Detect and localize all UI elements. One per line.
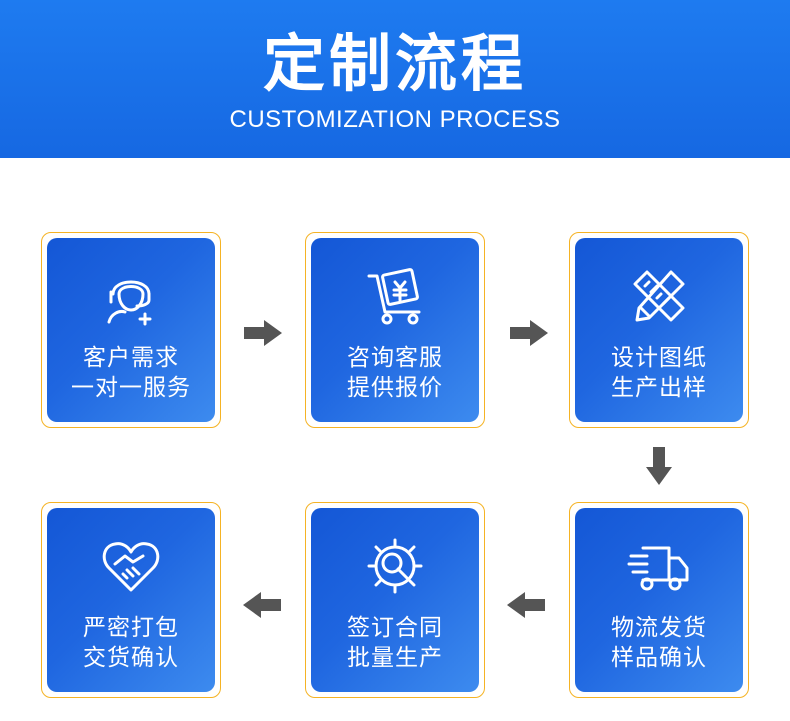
customer-service-icon xyxy=(99,264,163,328)
step-title: 咨询客服 xyxy=(347,345,443,371)
step-subtitle: 提供报价 xyxy=(347,375,443,401)
step-card-body: 客户需求 一对一服务 xyxy=(47,238,215,422)
step-card-body: 签订合同 批量生产 xyxy=(311,508,479,692)
arrow-right-icon xyxy=(244,320,282,346)
step-title: 签订合同 xyxy=(347,615,443,641)
step-card-customer-needs: 客户需求 一对一服务 xyxy=(41,232,221,428)
page-subtitle: CUSTOMIZATION PROCESS xyxy=(229,106,561,133)
arrow-left-icon xyxy=(243,592,281,618)
step-card-design-sample: 设计图纸 生产出样 xyxy=(569,232,749,428)
step-card-body: 物流发货 样品确认 xyxy=(575,508,743,692)
step-card-shipping-confirm: 物流发货 样品确认 xyxy=(569,502,749,698)
step-title: 客户需求 xyxy=(83,345,179,371)
arrow-down-icon xyxy=(646,447,672,485)
step-subtitle: 样品确认 xyxy=(611,645,707,671)
delivery-truck-icon xyxy=(627,534,691,598)
arrow-right-icon xyxy=(510,320,548,346)
step-card-body: 严密打包 交货确认 xyxy=(47,508,215,692)
step-card-body: 咨询客服 提供报价 xyxy=(311,238,479,422)
step-card-consult-quote: 咨询客服 提供报价 xyxy=(305,232,485,428)
step-subtitle: 批量生产 xyxy=(347,645,443,671)
step-subtitle: 一对一服务 xyxy=(71,375,191,401)
step-card-pack-deliver: 严密打包 交货确认 xyxy=(41,502,221,698)
header-banner: 定制流程 CUSTOMIZATION PROCESS xyxy=(0,0,790,158)
step-subtitle: 交货确认 xyxy=(83,645,179,671)
quotation-cart-icon xyxy=(363,264,427,328)
step-title: 设计图纸 xyxy=(611,345,707,371)
step-card-contract-production: 签订合同 批量生产 xyxy=(305,502,485,698)
gear-search-icon xyxy=(363,534,427,598)
step-card-body: 设计图纸 生产出样 xyxy=(575,238,743,422)
page-title: 定制流程 xyxy=(262,27,527,100)
step-subtitle: 生产出样 xyxy=(611,375,707,401)
arrow-left-icon xyxy=(507,592,545,618)
design-ruler-pencil-icon xyxy=(627,264,691,328)
step-title: 严密打包 xyxy=(83,615,179,641)
heart-handshake-icon xyxy=(99,534,163,598)
step-title: 物流发货 xyxy=(611,615,707,641)
